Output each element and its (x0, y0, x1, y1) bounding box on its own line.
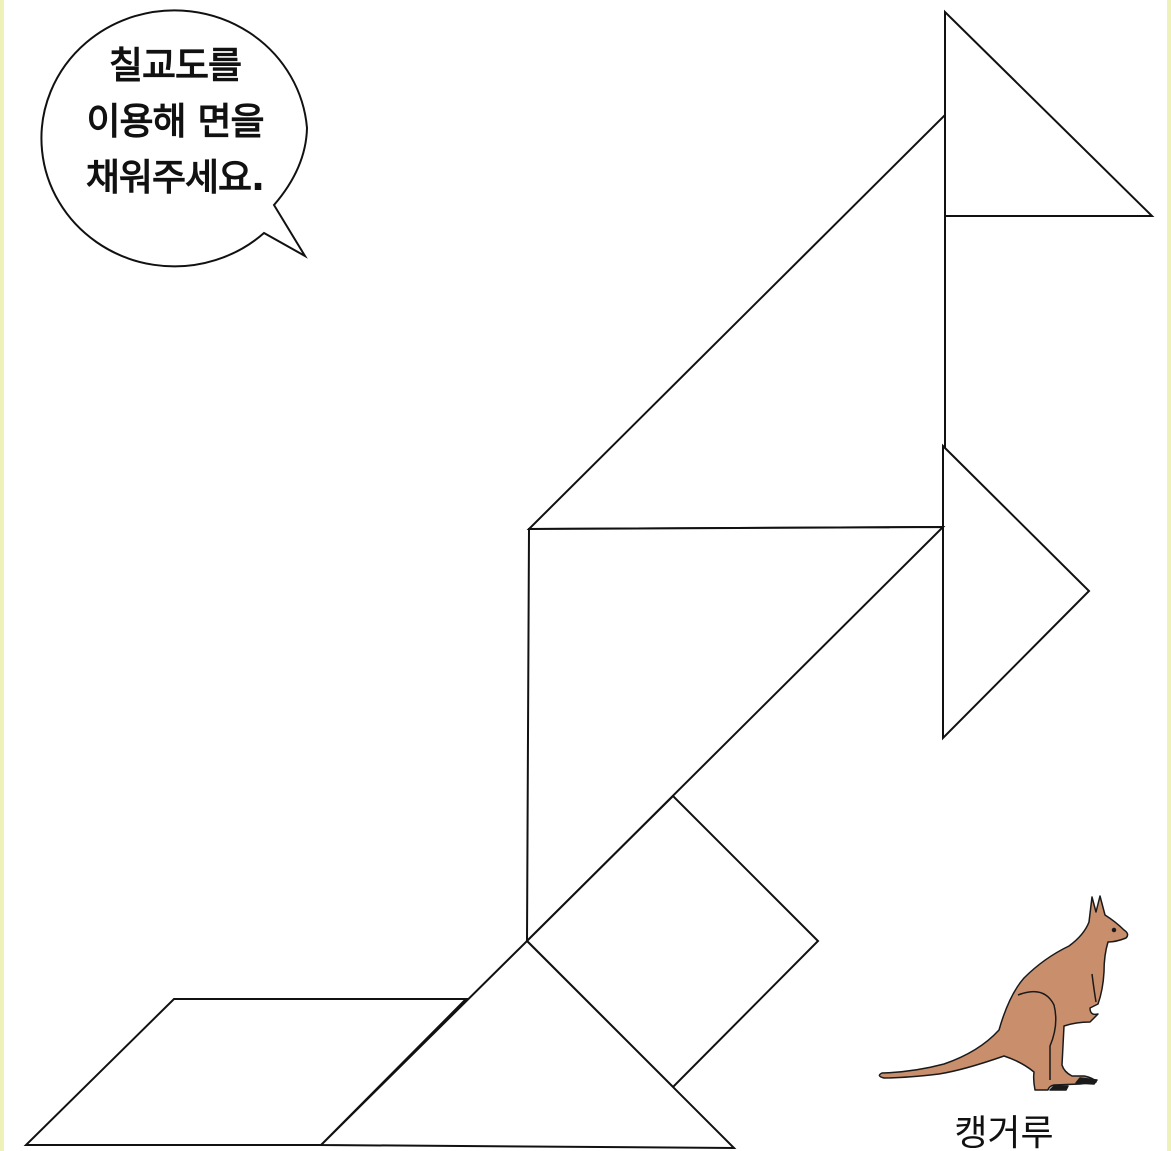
tangram-kangaroo-outline (23, 9, 1155, 1150)
tangram-piece-medium-triangle (318, 939, 737, 1150)
tangram-piece-parallelogram (23, 998, 469, 1146)
speech-bubble-line: 채워주세요. (85, 156, 265, 199)
animal-caption: 캥거루 (954, 1113, 1054, 1151)
tangram-piece-large-triangle-top (526, 112, 946, 531)
tangram-piece-ear-triangle (944, 9, 1155, 217)
tangram-piece-arm-triangle (942, 443, 1091, 741)
speech-bubble-text: 칠교도를 이용해 면을 채워주세요. (44, 38, 306, 206)
speech-bubble-line: 칠교도를 (108, 44, 242, 87)
speech-bubble-line: 이용해 면을 (86, 100, 264, 143)
speech-bubble (40, 9, 309, 268)
kangaroo-icon (878, 895, 1129, 1091)
